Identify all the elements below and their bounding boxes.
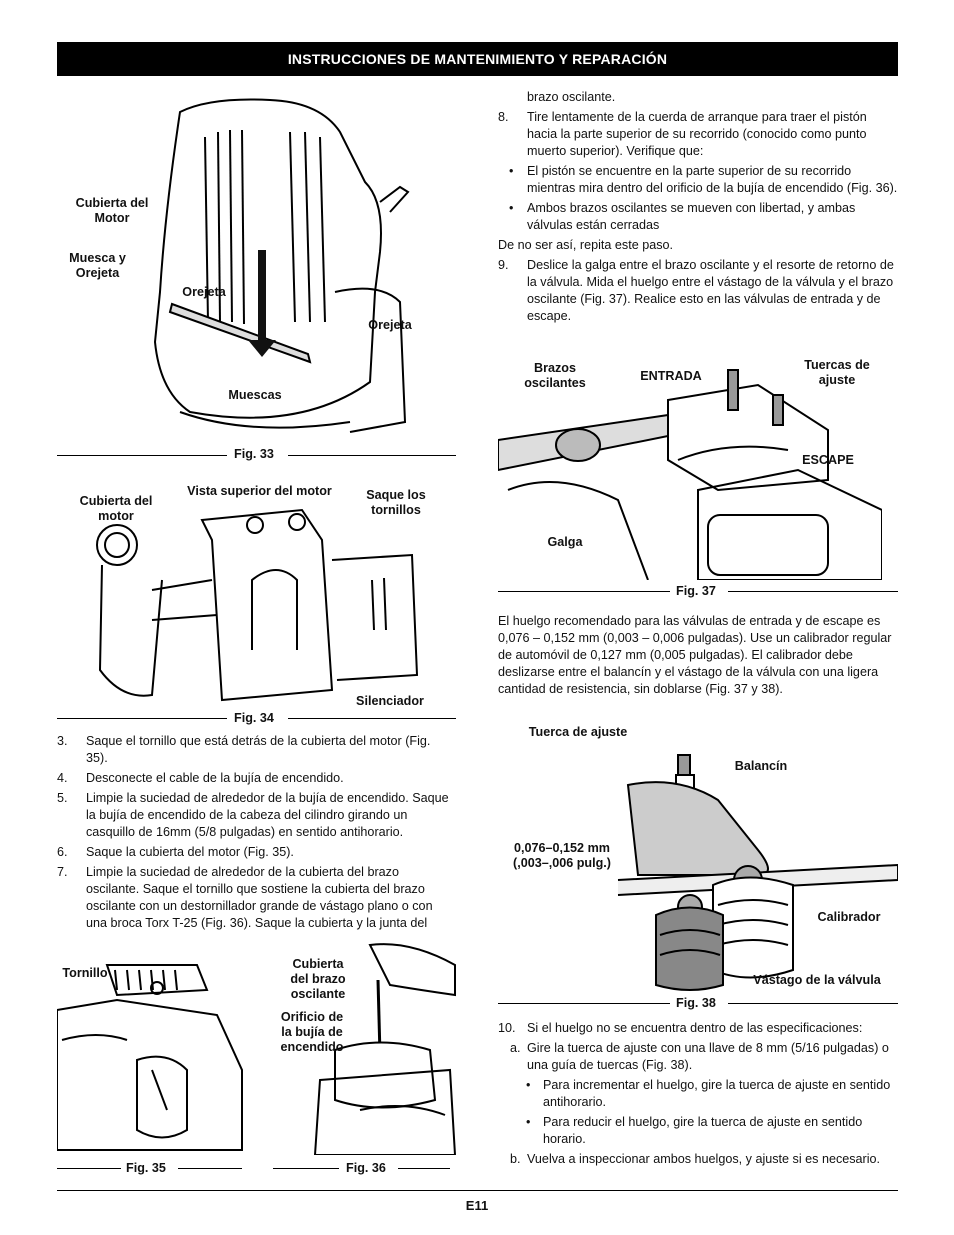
fig37-caption: Fig. 37 bbox=[676, 584, 716, 598]
step-10-block: 10.Si el huelgo no se encuentra dentro d… bbox=[498, 1020, 898, 1171]
fig33-illustration bbox=[153, 98, 410, 433]
fig35-caption: Fig. 35 bbox=[126, 1161, 166, 1175]
bullet-8-2: •Ambos brazos oscilantes se mueven con l… bbox=[509, 201, 856, 232]
fig37-illustration bbox=[498, 369, 882, 580]
fig33-rule-left bbox=[57, 455, 227, 456]
fig34-rule-left bbox=[57, 718, 227, 719]
fig35-label-tornillo: Tornillo bbox=[62, 966, 108, 980]
fig33-label-muescas: Muescas bbox=[228, 388, 282, 402]
fig36-label-cubierta: Cubierta del brazo oscilante bbox=[290, 957, 346, 1001]
bullet-10-2: •Para reducir el huelgo, gire la tuerca … bbox=[526, 1115, 863, 1146]
bullet-10-1: •Para incrementar el huelgo, gire la tue… bbox=[526, 1078, 891, 1109]
fig38-label-medida: 0,076–0,152 mm (,003–,006 pulg.) bbox=[513, 841, 611, 870]
step-9: 9.Deslice la galga entre el brazo oscila… bbox=[498, 258, 894, 323]
left-steps: 3.Saque el tornillo que está detrás de l… bbox=[57, 733, 455, 935]
fig33-label-muesca: Muesca y Orejeta bbox=[69, 251, 126, 280]
fig33-caption: Fig. 33 bbox=[234, 447, 274, 461]
fig36-label-orificio: Orificio de la bujía de encendido bbox=[280, 1010, 344, 1054]
step-5: 5.Limpie la suciedad de alrededor de la … bbox=[57, 791, 449, 839]
fig37-label-escape: ESCAPE bbox=[802, 453, 854, 467]
repeat-note: De no ser así, repita este paso. bbox=[498, 238, 674, 252]
fig34-label-cubierta: Cubierta del motor bbox=[79, 494, 153, 523]
fig34-label-saque: Saque los tornillos bbox=[366, 488, 426, 517]
fig37-rule-right bbox=[728, 591, 898, 592]
fig34-rule-right bbox=[288, 718, 456, 719]
fig38-label-tuerca: Tuerca de ajuste bbox=[528, 725, 628, 739]
step-7: 7.Limpie la suciedad de alrededor de la … bbox=[57, 865, 433, 930]
fig37-label-entrada: ENTRADA bbox=[640, 369, 702, 383]
step-10a: a.Gire la tuerca de ajuste con una llave… bbox=[510, 1041, 889, 1072]
fig36-rule-left bbox=[273, 1168, 339, 1169]
continuation: brazo oscilante. bbox=[527, 90, 616, 104]
fig33-label-cubierta: Cubierta del Motor bbox=[75, 196, 149, 225]
fig36-illustration bbox=[313, 943, 457, 1155]
fig34-label-silenciador: Silenciador bbox=[356, 694, 424, 708]
step-6: 6.Saque la cubierta del motor (Fig. 35). bbox=[57, 845, 294, 859]
fig38-label-balancin: Balancín bbox=[734, 759, 788, 773]
fig38-caption: Fig. 38 bbox=[676, 996, 716, 1010]
fig34-caption: Fig. 34 bbox=[234, 711, 274, 725]
fig33-label-orejeta-1: Orejeta bbox=[182, 285, 226, 299]
section-title: INSTRUCCIONES DE MANTENIMIENTO Y REPARAC… bbox=[287, 51, 668, 67]
step-3: 3.Saque el tornillo que está detrás de l… bbox=[57, 734, 431, 765]
fig38-rule-right bbox=[728, 1003, 898, 1004]
right-top-text: brazo oscilante. 8.Tire lentamente de la… bbox=[498, 89, 898, 328]
fig38-rule-left bbox=[498, 1003, 670, 1004]
fig33-rule-right bbox=[288, 455, 456, 456]
fig35-rule-left bbox=[57, 1168, 121, 1169]
page-number: E11 bbox=[465, 1198, 489, 1213]
bullet-8-1: •El pistón se encuentre en la parte supe… bbox=[509, 164, 898, 195]
fig37-label-galga: Galga bbox=[547, 535, 583, 549]
clearance-paragraph: El huelgo recomendado para las válvulas … bbox=[498, 614, 892, 696]
fig35-rule-right bbox=[178, 1168, 242, 1169]
footer-rule bbox=[57, 1190, 898, 1191]
fig38-label-vastago: Vástago de la válvula bbox=[753, 973, 881, 987]
fig36-rule-right bbox=[398, 1168, 450, 1169]
step-10: 10.Si el huelgo no se encuentra dentro d… bbox=[498, 1021, 863, 1035]
fig38-illustration bbox=[617, 754, 898, 991]
step-10b: b.Vuelva a inspeccionar ambos huelgos, y… bbox=[510, 1152, 881, 1166]
fig33-label-orejeta-2: Orejeta bbox=[368, 318, 412, 332]
fig37-rule-left bbox=[498, 591, 670, 592]
fig35-illustration bbox=[57, 964, 243, 1151]
fig37-label-tuercas: Tuercas de ajuste bbox=[804, 358, 870, 387]
fig34-label-vista: Vista superior del motor bbox=[187, 484, 332, 498]
fig38-label-calibrador: Calibrador bbox=[817, 910, 881, 924]
section-header: INSTRUCCIONES DE MANTENIMIENTO Y REPARAC… bbox=[57, 42, 898, 76]
step-4: 4.Desconecte el cable de la bujía de enc… bbox=[57, 771, 344, 785]
step-8: 8.Tire lentamente de la cuerda de arranq… bbox=[498, 110, 867, 158]
fig37-label-brazos: Brazos oscilantes bbox=[524, 361, 586, 390]
fig36-caption: Fig. 36 bbox=[346, 1161, 386, 1175]
fig34-illustration bbox=[96, 508, 419, 702]
